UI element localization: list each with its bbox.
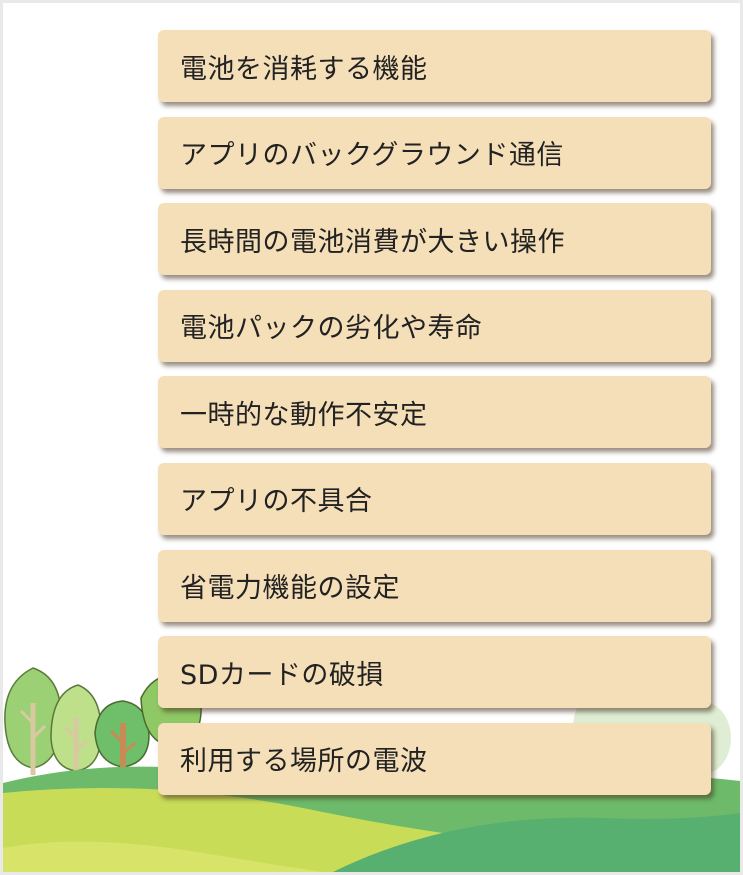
menu-item-app-background-communication[interactable]: アプリのバックグラウンド通信 bbox=[158, 116, 711, 189]
menu-item-label: 一時的な動作不安定 bbox=[180, 399, 428, 431]
cause-list: 電池を消耗する機能 アプリのバックグラウンド通信 長時間の電池消費が大きい操作 … bbox=[158, 30, 711, 795]
menu-item-battery-consuming-functions[interactable]: 電池を消耗する機能 bbox=[158, 30, 711, 102]
menu-item-battery-degradation[interactable]: 電池パックの劣化や寿命 bbox=[158, 289, 711, 362]
menu-item-temporary-instability[interactable]: 一時的な動作不安定 bbox=[158, 376, 711, 449]
menu-item-signal-at-location[interactable]: 利用する場所の電波 bbox=[158, 722, 711, 795]
menu-item-label: 利用する場所の電波 bbox=[180, 746, 428, 778]
menu-item-sd-card-damage[interactable]: SDカードの破損 bbox=[158, 636, 711, 709]
front-hill-left bbox=[3, 841, 323, 872]
menu-item-label: 電池を消耗する機能 bbox=[180, 53, 428, 85]
menu-item-power-saving-settings[interactable]: 省電力機能の設定 bbox=[158, 549, 711, 622]
menu-item-label: 省電力機能の設定 bbox=[180, 573, 400, 605]
menu-item-app-malfunction[interactable]: アプリの不具合 bbox=[158, 462, 711, 535]
menu-item-label: 長時間の電池消費が大きい操作 bbox=[180, 226, 565, 258]
menu-item-label: アプリのバックグラウンド通信 bbox=[180, 140, 564, 172]
menu-item-label: 電池パックの劣化や寿命 bbox=[180, 313, 483, 345]
app-screen: 電池を消耗する機能 アプリのバックグラウンド通信 長時間の電池消費が大きい操作 … bbox=[3, 3, 740, 872]
front-hill-right bbox=[333, 813, 740, 872]
menu-item-long-heavy-operations[interactable]: 長時間の電池消費が大きい操作 bbox=[158, 203, 711, 276]
menu-item-label: アプリの不具合 bbox=[180, 486, 373, 518]
menu-item-label: SDカードの破損 bbox=[180, 659, 384, 691]
